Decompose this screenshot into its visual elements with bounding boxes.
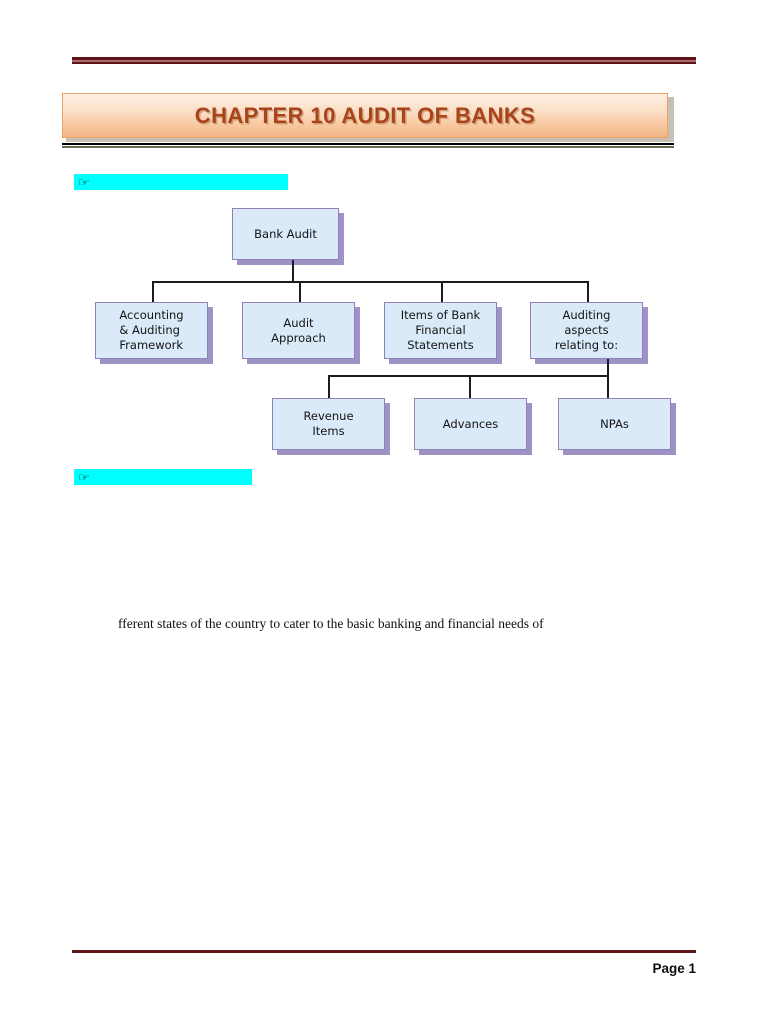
node-body: Audit Approach [242,302,355,359]
pointing-hand-icon: ☞ [77,175,91,189]
node-body: Revenue Items [272,398,385,450]
connector-to-auditing-aspects [587,281,589,303]
chart-node-audit-approach: Audit Approach [242,302,360,364]
header-rule [72,57,696,64]
chart-node-auditing-aspects-relating-to: Auditing aspects relating to: [530,302,648,364]
footer-rule [72,950,696,953]
connector-level1-bus [152,281,589,283]
title-underline-black [62,143,674,145]
node-body: Accounting & Auditing Framework [95,302,208,359]
pointing-hand-icon: ☞ [77,470,91,484]
node-body: Advances [414,398,527,450]
title-banner-body: CHAPTER 10 AUDIT OF BANKS [62,93,668,138]
page-number: Page 1 [652,961,696,976]
connector-to-npas [607,375,609,398]
node-body: Items of Bank Financial Statements [384,302,497,359]
node-body: Auditing aspects relating to: [530,302,643,359]
connector-to-advances [469,375,471,398]
chapter-title-banner: CHAPTER 10 AUDIT OF BANKS [62,93,674,142]
node-label: Revenue Items [303,409,354,438]
node-label: Auditing aspects relating to: [554,308,619,352]
connector-root-drop [292,260,294,282]
connector-to-revenue-items [328,375,330,398]
header-rule-light-band [72,60,696,62]
node-body: Bank Audit [232,208,339,260]
node-label: NPAs [600,416,629,431]
highlight-bar-2: ☞ [74,469,252,485]
connector-to-items-of-bank-financial-statements [441,281,443,303]
connector-to-accounting-framework [152,281,154,303]
connector-auditing-aspects-drop [607,359,609,376]
chart-node-advances: Advances [414,398,532,455]
node-label: Accounting & Auditing Framework [119,308,184,352]
chart-node-npas: NPAs [558,398,676,455]
highlight-bar-1: ☞ [74,174,288,190]
node-label: Advances [442,416,499,431]
node-label: Audit Approach [271,315,326,345]
connector-level2-bus [328,375,609,377]
node-label: Items of Bank Financial Statements [400,308,481,352]
page-title: CHAPTER 10 AUDIT OF BANKS [194,102,536,128]
connector-to-audit-approach [299,281,301,303]
chart-node-revenue-items: Revenue Items [272,398,390,455]
title-underline-olive [62,146,674,148]
chart-node-accounting-auditing-framework: Accounting & Auditing Framework [95,302,213,364]
body-paragraph: fferent states of the country to cater t… [118,616,544,631]
title-underline-rule [62,143,674,148]
chart-node-bank-audit: Bank Audit [232,208,344,265]
node-label: Bank Audit [254,226,317,241]
node-body: NPAs [558,398,671,450]
chart-node-items-of-bank-financial-statements: Items of Bank Financial Statements [384,302,502,364]
